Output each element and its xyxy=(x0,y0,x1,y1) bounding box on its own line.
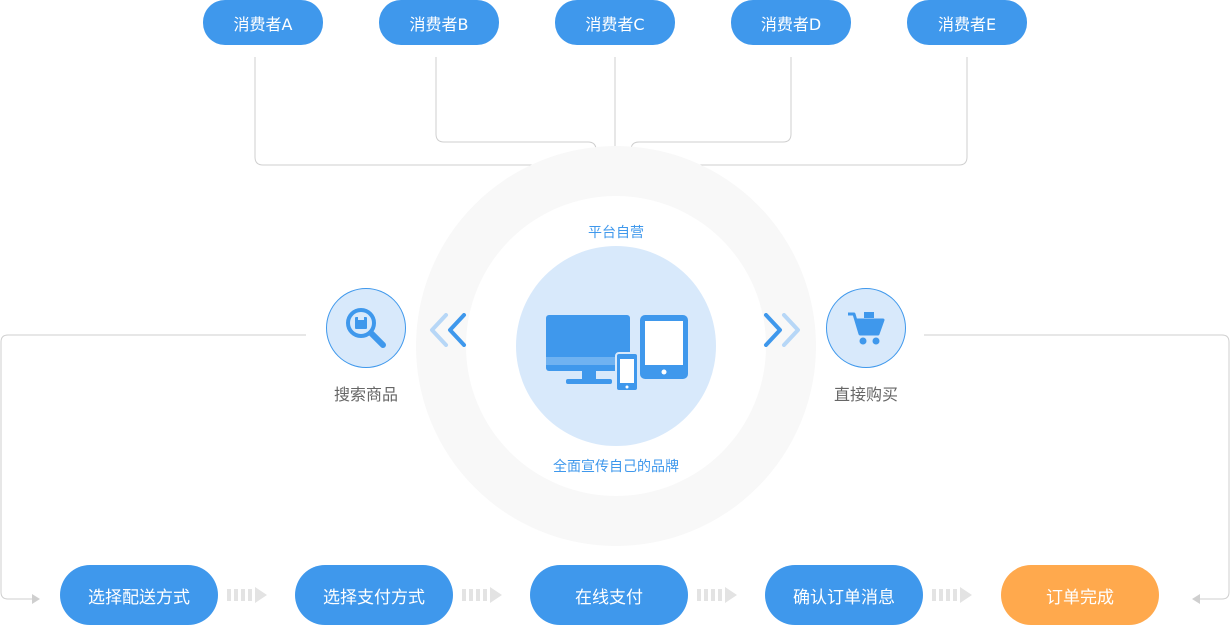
shopping-cart-icon xyxy=(848,312,885,345)
step-arrow-icon xyxy=(227,587,267,603)
direct-buy-button[interactable] xyxy=(826,288,906,368)
step-arrow-icon xyxy=(462,587,502,603)
consumer-a-button[interactable]: 消费者A xyxy=(203,0,323,45)
platform-top-label: 平台自营 xyxy=(588,225,644,241)
search-product-label: 搜索商品 xyxy=(333,385,398,404)
devices-icon xyxy=(546,315,688,392)
direct-buy-label: 直接购买 xyxy=(833,385,898,404)
step-online-payment[interactable]: 在线支付 xyxy=(530,565,688,625)
step-select-payment[interactable]: 选择支付方式 xyxy=(295,565,453,625)
step-arrow-icon xyxy=(697,587,737,603)
step-confirm-order[interactable]: 确认订单消息 xyxy=(765,565,923,625)
platform-bottom-label: 全面宣传自己的品牌 xyxy=(553,459,679,475)
step-order-complete[interactable]: 订单完成 xyxy=(1001,565,1159,625)
search-product-button[interactable] xyxy=(326,288,406,368)
consumer-b-button[interactable]: 消费者B xyxy=(379,0,499,45)
consumer-c-button[interactable]: 消费者C xyxy=(555,0,675,45)
consumer-d-button[interactable]: 消费者D xyxy=(731,0,851,45)
step-select-delivery[interactable]: 选择配送方式 xyxy=(60,565,218,625)
chevron-left-icon xyxy=(430,313,466,347)
search-product-icon xyxy=(346,308,386,348)
consumer-e-button[interactable]: 消费者E xyxy=(907,0,1027,45)
chevron-right-icon xyxy=(764,313,800,347)
step-arrow-icon xyxy=(932,587,972,603)
